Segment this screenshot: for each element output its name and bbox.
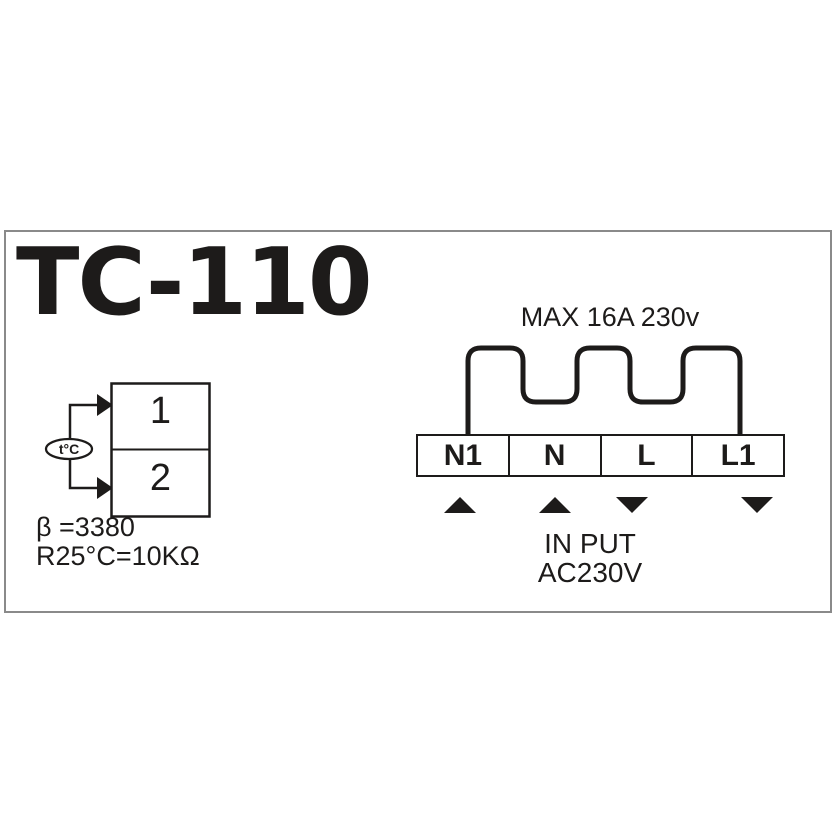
arrow-down-icon <box>741 497 773 513</box>
terminal-n1: N1 <box>416 434 510 477</box>
sensor-resistance-spec: R25°C=10KΩ <box>36 541 200 571</box>
terminal-l1: L1 <box>691 434 785 477</box>
product-title: TC-110 <box>16 228 373 336</box>
terminal-strip: N1 N L L1 <box>416 434 785 477</box>
sensor-probe-label: t°C <box>58 441 80 457</box>
power-input-line2: AC230V <box>537 557 643 588</box>
arrow-right-icon <box>97 477 113 499</box>
sensor-terminal-2-label: 2 <box>149 457 172 499</box>
arrow-down-icon <box>616 497 648 513</box>
power-input-line1: IN PUT <box>544 528 636 559</box>
sensor-terminal-1-label: 1 <box>149 390 172 432</box>
terminal-l: L <box>599 434 694 477</box>
terminal-n: N <box>507 434 602 477</box>
power-input-label: IN PUT AC230V <box>470 529 710 587</box>
arrow-right-icon <box>97 394 113 416</box>
arrow-up-icon <box>539 497 571 513</box>
sensor-probe-bubble <box>44 437 94 461</box>
arrow-up-icon <box>444 497 476 513</box>
heater-coil <box>465 345 743 437</box>
sensor-beta-spec: β =3380 <box>36 512 135 542</box>
load-max-rating: MAX 16A 230v <box>520 302 700 332</box>
